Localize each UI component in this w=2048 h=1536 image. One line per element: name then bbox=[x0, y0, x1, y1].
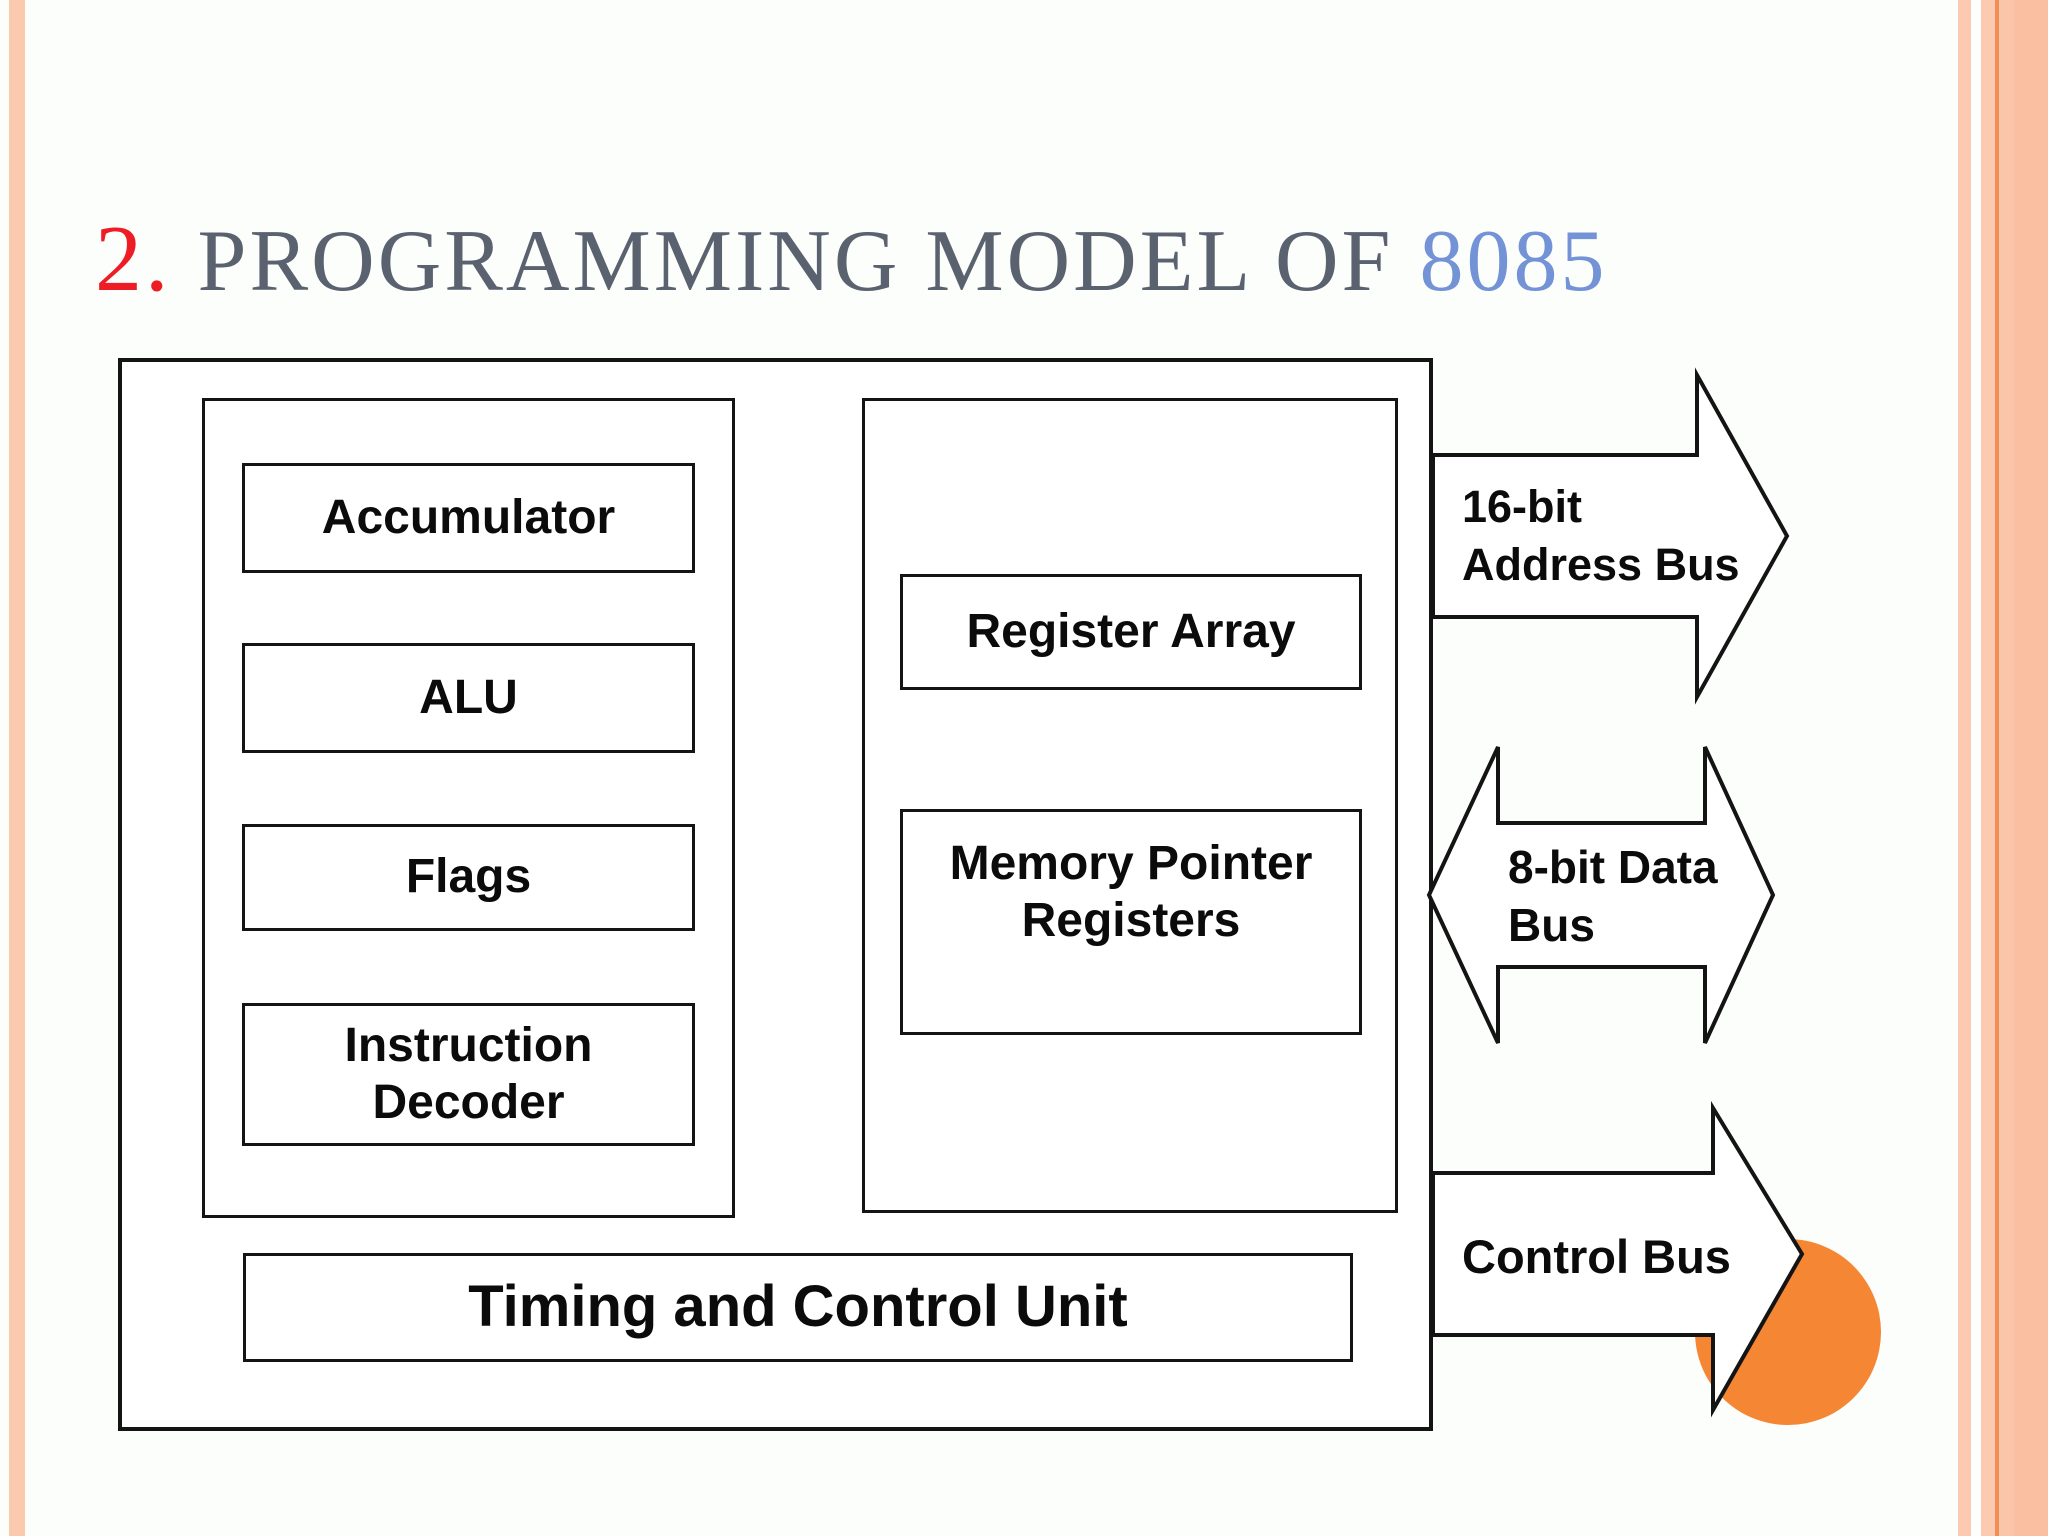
data-bus-label: 8-bit Data Bus bbox=[1508, 841, 1718, 951]
memory-pointer-registers-box: Memory Pointer Registers bbox=[900, 809, 1362, 1035]
accumulator-box: Accumulator bbox=[242, 463, 695, 573]
instruction-decoder-label: Instruction Decoder bbox=[344, 1018, 593, 1129]
right-border-stripes bbox=[1958, 0, 2048, 1536]
timing-control-unit-box: Timing and Control Unit bbox=[243, 1253, 1353, 1362]
address-bus-label: 16-bit Address Bus bbox=[1462, 481, 1740, 590]
title-highlight: 8085 bbox=[1419, 213, 1608, 310]
accumulator-label: Accumulator bbox=[321, 490, 616, 544]
control-bus-label: Control Bus bbox=[1462, 1230, 1731, 1283]
register-array-box: Register Array bbox=[900, 574, 1362, 690]
data-bus-arrow bbox=[1426, 746, 1776, 1044]
title-text: PROGRAMMING MODEL OF bbox=[197, 213, 1394, 310]
alu-label: ALU bbox=[419, 670, 518, 724]
flags-label: Flags bbox=[405, 850, 532, 904]
alu-box: ALU bbox=[242, 643, 695, 753]
left-border-stripe bbox=[9, 0, 25, 1536]
timing-control-unit-label: Timing and Control Unit bbox=[468, 1274, 1128, 1340]
register-group-box bbox=[862, 398, 1398, 1213]
control-bus-arrow bbox=[1431, 1100, 1805, 1418]
flags-box: Flags bbox=[242, 824, 695, 931]
register-array-label: Register Array bbox=[966, 604, 1296, 658]
title-number: 2. bbox=[95, 207, 172, 311]
address-bus-arrow bbox=[1431, 367, 1790, 705]
memory-pointer-registers-label: Memory Pointer Registers bbox=[949, 837, 1313, 947]
instruction-decoder-box: Instruction Decoder bbox=[242, 1003, 695, 1146]
